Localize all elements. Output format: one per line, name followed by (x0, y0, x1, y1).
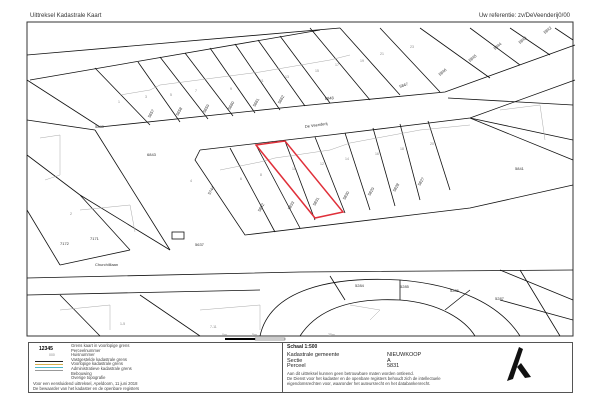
info-row: Sectie A (287, 357, 421, 365)
parcel-label: 5285 (400, 284, 410, 289)
legend-sample-number: 12345 (39, 346, 53, 352)
info-value: NIEUWKOOP (387, 352, 422, 358)
parcel-label: 5847 (399, 81, 410, 89)
parcel-label: 5 (170, 93, 172, 97)
parcel-label: 5849 (95, 124, 105, 129)
legend-item: Bebouwing (71, 370, 92, 376)
parcel-label: 5744 (207, 185, 216, 196)
parcel-label: 5830 (342, 190, 351, 201)
parcel-label: 5827 (417, 176, 426, 187)
info-value: A (387, 357, 391, 364)
scale-text: Schaal 1:500 (287, 344, 318, 350)
reference-text: Uw referentie: zv/DeVeenderij0/00 (478, 13, 570, 19)
parcel-label: 5841 (515, 166, 525, 171)
parcel-label: 5842 (542, 25, 553, 35)
parcel-label: 7-11 (210, 325, 217, 329)
legend-item: Administratieve kadastrale grens (71, 365, 132, 371)
parcel-label: 7171 (90, 236, 100, 241)
info-key: Perceel (287, 363, 306, 369)
parcel-label: 10 (292, 167, 296, 171)
legend-footer-2: De bewaarder van het kadaster en de open… (33, 386, 140, 391)
parcel-label: 5659 (202, 103, 211, 114)
parcel-label: 5845 (467, 53, 478, 63)
info-key: Kadastrale gemeente (287, 352, 340, 358)
parcel-label: 13 (285, 75, 289, 79)
legend-footer-1: Voor een eensluidend uittreksel, Apeldoo… (33, 381, 138, 386)
parcel-label: 1-5 (120, 322, 125, 326)
parcel-label: 5287 (495, 296, 505, 301)
parcel-label: 19 (360, 59, 364, 63)
buildings (39, 54, 546, 330)
parcel-label: 2 (70, 212, 72, 216)
parcel-label: 11 (260, 79, 264, 83)
parcel-label: 4 (190, 179, 192, 183)
legend-item: Vastgestelde kadastrale grens (71, 356, 128, 362)
parcel-label: 5658 (175, 106, 184, 117)
info-key: Sectie (287, 357, 303, 364)
street-label-de-veenderij: De Veenderij (304, 121, 327, 129)
parcel-label: 5828 (392, 182, 401, 193)
parcel-label: 5286 (450, 288, 460, 293)
legend-item: Perceelnummer (71, 347, 101, 353)
parcel-label: 5846 (437, 67, 448, 77)
parcel-label: 14 (345, 157, 349, 161)
parcel-label: 5657 (147, 108, 156, 119)
info-box: Schaal 1:500 Kadastrale gemeente NIEUWKOO… (283, 342, 573, 393)
highlighted-parcel-5831[interactable] (254, 140, 345, 219)
parcel-label: 6 (240, 177, 242, 181)
parcel-boundaries (26, 27, 576, 337)
scale-label: 25m (328, 333, 335, 337)
map-frame (26, 21, 574, 337)
legend-item: Overige topografie (71, 375, 106, 381)
parcel-label: 6843 (147, 152, 157, 157)
parcel-label: 5284 (355, 283, 365, 288)
parcel-label: 23 (410, 45, 414, 49)
document-title: Uittreksel Kadastrale Kaart (30, 13, 102, 19)
info-row: Kadastrale gemeente NIEUWKOOP (287, 352, 422, 359)
parcel-label: 8 (260, 173, 262, 177)
parcel-label: 7 (195, 89, 197, 93)
parcel-label: 18 (400, 147, 404, 151)
parcel-label: 5661 (252, 97, 261, 108)
note-3: eigendomsrechten voor, waaronder het aut… (287, 381, 431, 386)
parcel-label: 5848 (325, 95, 335, 101)
kadaster-logo (507, 347, 531, 381)
parcel-label: 5833 (287, 200, 296, 211)
parcel-label: 21 (380, 52, 384, 56)
scale-label: 5m (252, 333, 257, 337)
parcel-label: 15 (315, 69, 319, 73)
parcel-label: 3 (145, 95, 147, 99)
parcel-label: 5660 (227, 100, 236, 111)
parcel-label: 5831 (312, 196, 321, 207)
parcel-label: 5662 (277, 94, 286, 105)
scale-bar: 0m 5m 25m (222, 333, 335, 341)
legend-item: Voorlopige kadastrale grens (71, 361, 123, 367)
scale-label: 0m (222, 333, 227, 337)
parcel-label: 12 (320, 162, 324, 166)
parcel-label: 20 (430, 142, 434, 146)
parcel-label: 9 (230, 87, 232, 91)
parcel-label: 5832 (257, 202, 266, 213)
note-1: Aan dit uittreksel kunnen geen betrouwba… (287, 371, 414, 376)
parcel-label: 5844 (492, 41, 503, 51)
legend-sample-small: 000 (49, 353, 55, 357)
parcel-label: 5843 (517, 35, 528, 45)
legend-box: 12345 000 Grens kaart in voorlopige gren… (28, 342, 283, 393)
info-value: 5831 (387, 363, 400, 369)
street-label-churchilllaan: Churchilllaan (95, 262, 118, 267)
parcel-label: 5637 (195, 242, 205, 247)
legend-item: Huisnummer (71, 352, 95, 358)
parcel-label: 5829 (367, 186, 376, 197)
parcel-label: 16 (375, 152, 379, 156)
parcel-label: 7172 (60, 241, 70, 246)
legend-item: Grens kaart in voorlopige grens (71, 343, 130, 348)
parcel-label: 17 (335, 63, 339, 67)
parcel-label: 1 (118, 100, 120, 104)
note-2: De Dienst voor het kadaster en de openba… (287, 376, 441, 381)
info-row: Perceel 5831 (287, 363, 421, 370)
